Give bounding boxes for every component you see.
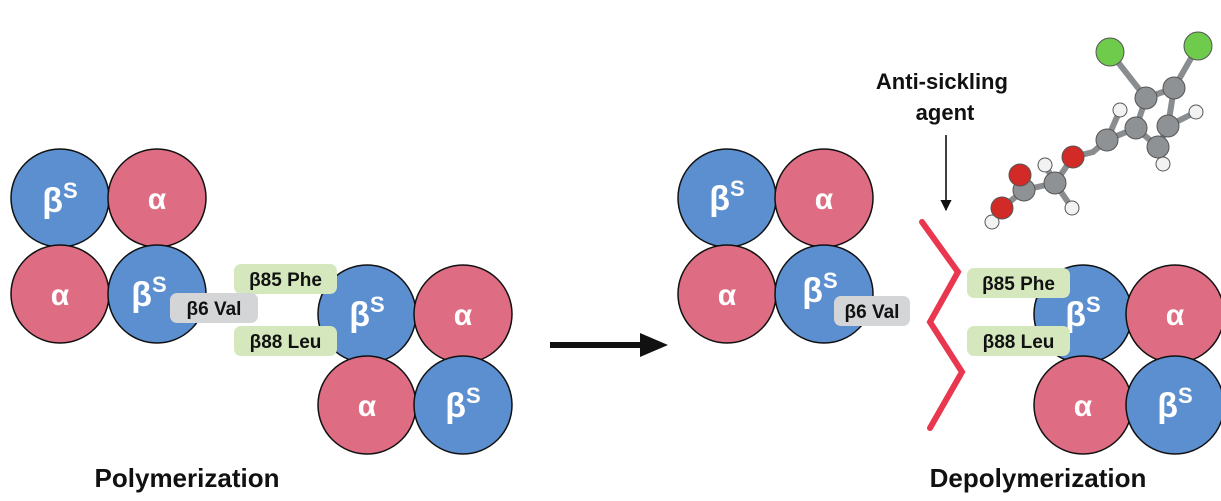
svg-text:βS: βS xyxy=(349,292,384,334)
tetramer-right-2: βS α α βS xyxy=(1033,264,1221,455)
svg-text:β85 Phe: β85 Phe xyxy=(982,274,1055,295)
svg-text:βS: βS xyxy=(802,268,837,310)
residue-label-b6-val: β6 Val xyxy=(170,293,258,323)
svg-text:βS: βS xyxy=(131,272,166,314)
residue-label-b85-phe: β85 Phe xyxy=(234,264,337,294)
alpha-subunit: α xyxy=(677,244,777,344)
alpha-subunit: α xyxy=(1125,264,1221,364)
tetramer-right-1: βS α α βS β6 Val xyxy=(677,148,910,344)
depolymerization-panel: βS α α βS β6 Val xyxy=(677,31,1221,493)
polymerization-caption: Polymerization xyxy=(95,463,280,493)
svg-text:β85 Phe: β85 Phe xyxy=(249,270,322,291)
svg-text:α: α xyxy=(815,183,834,216)
depolymerization-caption: Depolymerization xyxy=(930,463,1147,493)
svg-text:β6 Val: β6 Val xyxy=(187,299,242,320)
agent-label: Anti-sickling agent xyxy=(876,69,1014,125)
beta-s-subunit: βS xyxy=(677,148,777,248)
svg-text:α: α xyxy=(148,183,167,216)
polymerization-panel: βS α α βS βS xyxy=(10,148,513,493)
beta-s-subunit: βS xyxy=(413,355,513,455)
beta-s-subunit: βS xyxy=(10,148,110,248)
svg-text:βS: βS xyxy=(42,178,77,220)
svg-text:α: α xyxy=(1074,390,1093,423)
residue-label-b88-leu: β88 Leu xyxy=(234,326,337,356)
svg-text:α: α xyxy=(358,390,377,423)
alpha-subunit: α xyxy=(413,264,513,364)
alpha-subunit: α xyxy=(317,355,417,455)
beta-s-subunit: βS xyxy=(774,244,874,344)
alpha-subunit: α xyxy=(1033,355,1133,455)
beta-s-subunit: βS xyxy=(1125,355,1221,455)
svg-text:α: α xyxy=(454,299,473,332)
anti-sickling-wedge xyxy=(919,219,966,431)
svg-text:β88 Leu: β88 Leu xyxy=(983,332,1055,353)
right-arrow-icon xyxy=(550,333,668,357)
alpha-subunit: α xyxy=(774,148,874,248)
residue-label-b88-leu: β88 Leu xyxy=(967,326,1070,356)
alpha-subunit: α xyxy=(107,148,207,248)
svg-text:βS: βS xyxy=(445,383,480,425)
svg-text:β88 Leu: β88 Leu xyxy=(250,332,322,353)
ball-and-stick-molecule xyxy=(984,31,1213,230)
tetramer-left-1: βS α α βS xyxy=(10,148,207,344)
svg-text:α: α xyxy=(1166,299,1185,332)
alpha-subunit: α xyxy=(10,244,110,344)
residue-label-b85-phe: β85 Phe xyxy=(967,268,1070,298)
svg-text:βS: βS xyxy=(1157,383,1192,425)
svg-text:α: α xyxy=(51,279,70,312)
svg-text:βS: βS xyxy=(709,176,744,218)
tetramer-left-2: βS α α βS xyxy=(317,264,513,455)
svg-text:βS: βS xyxy=(1065,292,1100,334)
svg-text:β6 Val: β6 Val xyxy=(845,302,900,323)
residue-label-b6-val: β6 Val xyxy=(834,296,910,326)
svg-text:α: α xyxy=(718,279,737,312)
